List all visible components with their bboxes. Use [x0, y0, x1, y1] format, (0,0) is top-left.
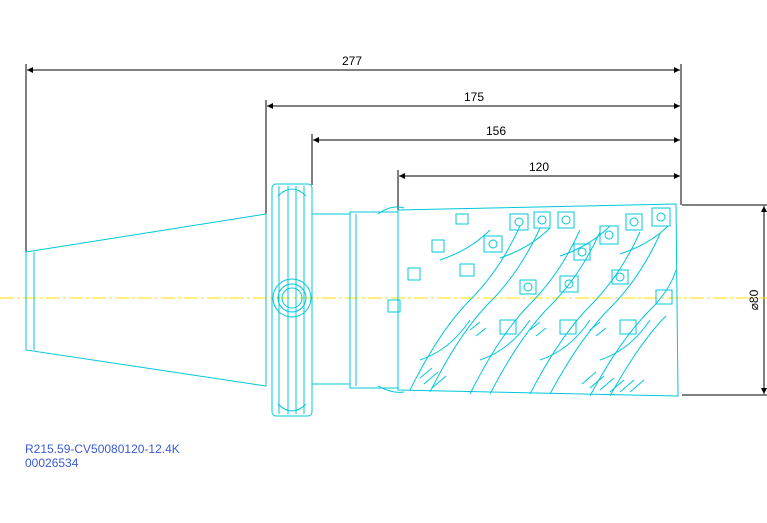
flange [271, 183, 313, 417]
taper-shank [25, 213, 267, 387]
dimension-120: 120 [397, 160, 680, 210]
tool-body [25, 183, 679, 417]
dimension-277: 277 [25, 54, 682, 252]
part-number-label: R215.59-CV50080120-12.4K [25, 442, 180, 456]
dim-175-label: 175 [464, 90, 484, 104]
dimension-175: 175 [265, 90, 680, 215]
dimension-diameter: ⌀80 [682, 204, 767, 396]
dim-156-label: 156 [486, 124, 506, 138]
dim-277-label: 277 [342, 54, 362, 68]
dim-120-label: 120 [529, 160, 549, 174]
item-number-label: 00026534 [25, 456, 79, 470]
dim-diameter-label: ⌀80 [747, 289, 761, 310]
cutter-inserts [387, 207, 677, 397]
dimension-156: 156 [311, 124, 680, 185]
cutter-body [397, 203, 679, 397]
